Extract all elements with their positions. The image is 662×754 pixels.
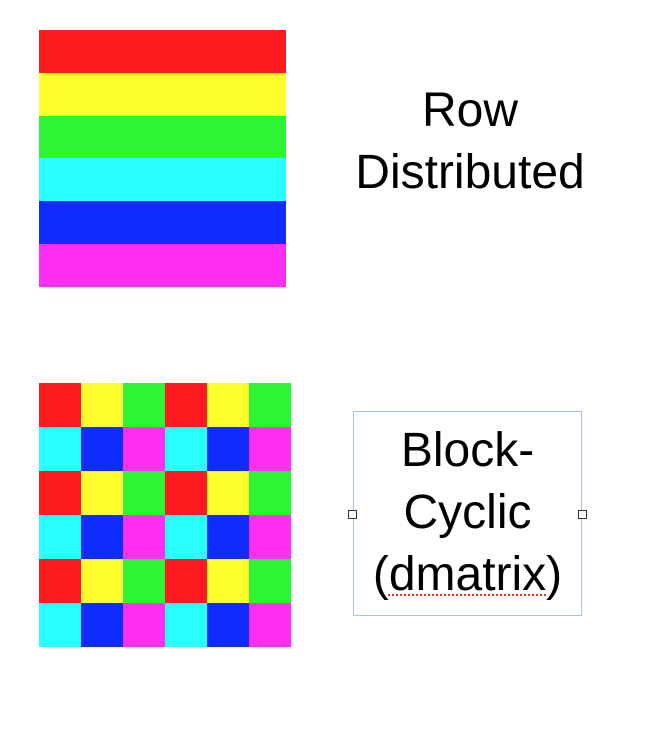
block-cell [39,559,81,603]
block-cell [81,559,123,603]
block-cell [39,471,81,515]
block-cell [165,559,207,603]
block-cell [165,383,207,427]
block-cell [123,471,165,515]
row-distributed-label-line1: Row [421,84,519,137]
right-resize-handle[interactable] [578,510,587,519]
block-cell [81,515,123,559]
row-distributed-label: Row Distributed [315,80,625,204]
block-cell [123,383,165,427]
dmatrix-word: dmatrix [388,548,547,601]
block-cyclic-label-line3: (dmatrix) [354,544,581,606]
block-cell [165,471,207,515]
block-cell [165,603,207,647]
block-cell [81,603,123,647]
block-cell [249,383,291,427]
block-cell [249,603,291,647]
block-cell [207,559,249,603]
block-cell [249,427,291,471]
row-stripe-5 [39,201,286,245]
block-cell [39,427,81,471]
block-cyclic-label-line2: Cyclic [403,486,532,539]
block-cyclic-label[interactable]: Block- Cyclic (dmatrix) [354,420,581,606]
block-cell [39,515,81,559]
left-resize-handle[interactable] [348,510,357,519]
block-cell [39,383,81,427]
row-distributed-matrix [39,30,286,287]
block-cyclic-matrix [39,383,291,647]
block-cell [165,515,207,559]
block-cell [123,515,165,559]
row-stripe-3 [39,115,286,159]
close-paren: ) [546,548,563,601]
row-stripe-6 [39,244,286,287]
block-cell [81,471,123,515]
block-cell [81,383,123,427]
block-cell [207,515,249,559]
block-cell [249,471,291,515]
block-cell [123,559,165,603]
block-cell [207,471,249,515]
block-cell [123,603,165,647]
block-cell [165,427,207,471]
block-cell [39,603,81,647]
row-stripe-1 [39,30,286,73]
row-stripe-4 [39,158,286,202]
block-cell [81,427,123,471]
block-cell [249,515,291,559]
block-cell [123,427,165,471]
block-cell [207,427,249,471]
block-cell [207,603,249,647]
block-cell [207,383,249,427]
open-paren: ( [372,548,389,601]
block-cell [249,559,291,603]
block-cyclic-textbox[interactable]: Block- Cyclic (dmatrix) [353,411,582,616]
block-cyclic-label-line1: Block- [400,424,535,477]
row-distributed-label-line2: Distributed [355,146,585,199]
row-stripe-2 [39,72,286,116]
